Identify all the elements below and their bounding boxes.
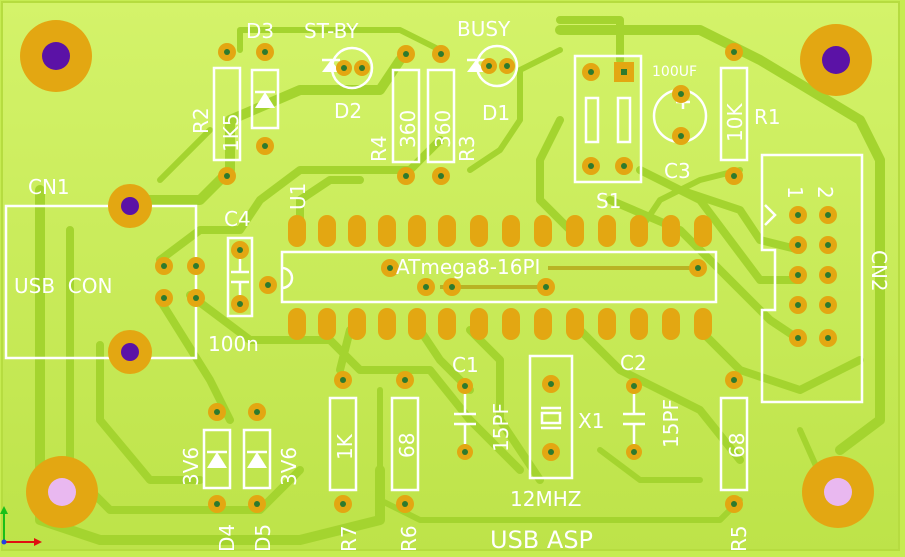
c3-value: 100UF xyxy=(652,64,697,80)
d1-name: BUSY xyxy=(457,17,511,41)
d4-value: 3V6 xyxy=(179,447,203,486)
axis-indicator xyxy=(0,506,42,546)
r7-label: R7 xyxy=(337,525,361,552)
r1-value: 10K xyxy=(723,103,747,142)
resistor-r4: 360 R4 xyxy=(367,45,421,185)
zener-d4: 3V6 D4 xyxy=(179,403,239,552)
r7-value: 1K xyxy=(333,433,357,460)
resistor-r7: 1K R7 xyxy=(328,371,361,552)
resistor-r2: 1K5 R2 xyxy=(189,43,243,185)
ic-u1: ATmega8-16PI U1 xyxy=(280,183,718,340)
cn2-label: CN2 xyxy=(867,250,891,292)
c1-value: 15PF xyxy=(489,403,513,452)
usb-con-label: USB CON xyxy=(14,274,112,298)
r4-label: R4 xyxy=(367,135,391,162)
capacitor-c3: 100UF C3 xyxy=(652,64,708,183)
x1-label: X1 xyxy=(578,409,604,433)
r3-label: R3 xyxy=(455,135,479,162)
d2-name: ST-BY xyxy=(304,19,359,43)
crystal-x1: X1 12MHZ xyxy=(510,354,604,511)
switch-s1: S1 xyxy=(573,54,643,213)
r4-value: 360 xyxy=(396,110,420,148)
u1-part-label: ATmega8-16PI xyxy=(396,255,540,279)
d4-label: D4 xyxy=(215,524,239,552)
resistor-r5: 68 R5 xyxy=(719,371,751,552)
resistor-r6: 68 R6 xyxy=(390,371,421,552)
d1-label: D1 xyxy=(482,101,510,125)
cn1-label: CN1 xyxy=(28,175,70,199)
c1-label: C1 xyxy=(452,353,479,377)
mounting-holes xyxy=(20,20,874,528)
r6-label: R6 xyxy=(397,525,421,552)
d5-label: D5 xyxy=(251,524,275,552)
r6-value: 68 xyxy=(395,433,419,458)
c4-label: C4 xyxy=(224,207,251,231)
resistor-r3: 360 R3 xyxy=(426,45,479,185)
cn2-pin2-label: 2 xyxy=(813,186,837,199)
led-d2: ST-BY D2 xyxy=(304,19,374,123)
r3-value: 360 xyxy=(431,110,455,148)
zener-d5: 3V6 D5 xyxy=(242,403,301,552)
d2-label: D2 xyxy=(334,99,362,123)
r2-value: 1K5 xyxy=(219,113,243,152)
resistor-r1: 10K R1 xyxy=(719,43,781,185)
header-cn2: 1 2 CN2 xyxy=(760,153,891,404)
u1-bottom-pads xyxy=(288,308,712,340)
r1-label: R1 xyxy=(754,105,781,129)
board-title: USB ASP xyxy=(490,526,593,554)
r2-label: R2 xyxy=(189,107,213,134)
d3-label: D3 xyxy=(246,19,274,43)
r5-value: 68 xyxy=(725,433,749,458)
diode-d3: D3 xyxy=(246,19,280,155)
capacitor-c2: C2 15PF xyxy=(620,351,683,460)
c4-value: 100n xyxy=(208,332,259,356)
s1-label: S1 xyxy=(596,189,621,213)
u1-top-pads xyxy=(288,215,712,247)
u1-label: U1 xyxy=(286,183,310,210)
cn2-pin1-label: 1 xyxy=(783,186,807,199)
c2-label: C2 xyxy=(620,351,647,375)
d5-value: 3V6 xyxy=(277,447,301,486)
capacitor-c1: C1 15PF xyxy=(452,353,513,460)
c3-label: C3 xyxy=(664,159,691,183)
capacitor-c4: C4 100n xyxy=(208,207,277,356)
led-d1: BUSY D1 xyxy=(457,17,519,125)
usb-connector-cn1: CN1 USB CON xyxy=(4,175,205,374)
r5-label: R5 xyxy=(727,525,751,552)
x1-value: 12MHZ xyxy=(510,487,581,511)
c2-value: 15PF xyxy=(659,399,683,448)
